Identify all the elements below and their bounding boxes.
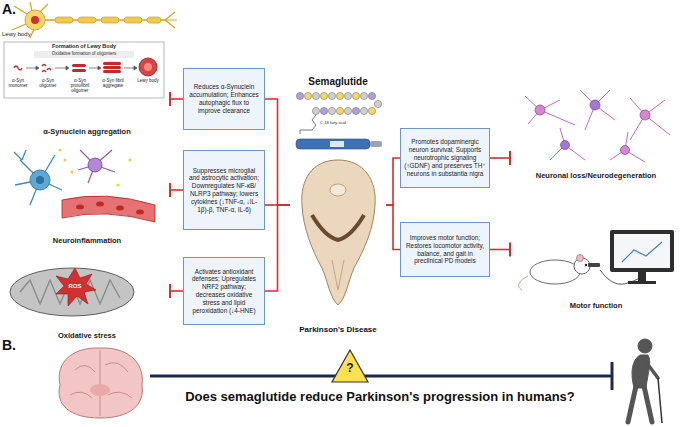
stage-label: Lewy body: [134, 78, 162, 83]
panel-label: α-Synuclein aggregation: [41, 127, 133, 136]
panel-letter: A.: [2, 1, 22, 17]
illustration-panel: α-Synuclein aggregation: [4, 0, 170, 136]
effect-box: Activates antioxidant defenses; Upregula…: [183, 257, 265, 325]
bracket-connector: [386, 158, 400, 205]
bracket-connector: [265, 99, 290, 205]
inhibition-connector: [170, 183, 183, 197]
microglia-drawing: [14, 150, 62, 205]
bracket-connector: [386, 205, 400, 250]
illustration-panel: Neuroinflammation: [4, 140, 170, 245]
callout-label: Lewy body: [2, 31, 42, 38]
drug-center: SemaglutideParkinson's Disease: [290, 76, 386, 334]
panel-label: Motor function: [568, 301, 625, 310]
inhibition-connector: [490, 151, 510, 165]
effect-text: Promotes dopaminergic neuron survival; S…: [404, 138, 486, 177]
stage-label: α-Syn protofibril oligomer: [65, 78, 95, 94]
illustration-panel: Oxidative stress: [4, 262, 170, 340]
illustration-panel: Motor function: [510, 212, 682, 310]
ros-label: ROS: [62, 283, 88, 290]
illustration-panel: Neuronal loss/Neurodegeneration: [510, 80, 682, 180]
bracket-connector: [265, 205, 290, 291]
effect-text: Suppresses microglial and astrocytic act…: [187, 167, 261, 214]
effect-text: Reduces α-Synuclein accumulation; Enhanc…: [187, 83, 261, 114]
stage-label: α-Syn monomer: [4, 78, 32, 88]
effect-text: Improves motor function; Restores locomo…: [404, 234, 486, 265]
center-title: Semaglutide: [308, 76, 367, 87]
effect-box: Improves motor function; Restores locomo…: [400, 222, 490, 277]
molecule-label: C-18 fatty acid: [320, 121, 370, 126]
stage-label: α-Syn oligomer: [34, 78, 62, 88]
center-title: Parkinson's Disease: [299, 325, 377, 334]
panel-label: Neuroinflammation: [51, 236, 123, 245]
walking-person: [628, 339, 662, 423]
neuron-network: [525, 90, 670, 162]
inset-subtitle: Oxidative formation of oligomers: [34, 51, 134, 56]
effect-box: Promotes dopaminergic neuron survival; S…: [400, 128, 490, 188]
effect-box: Suppresses microglial and astrocytic act…: [183, 150, 265, 230]
stage-label: α-Syn fibril aggregate: [98, 78, 128, 88]
question-text: Does semaglutide reduce Parkinson's prog…: [150, 390, 610, 405]
panel-letter: B.: [2, 337, 22, 353]
inhibition-connector: [490, 243, 510, 257]
effect-text: Activates antioxidant defenses; Upregula…: [187, 268, 261, 315]
inset-title: Formation of Lewy Body: [4, 43, 164, 49]
peptide-chain: [296, 92, 381, 114]
inhibition-connector: [170, 92, 183, 106]
panel-label: Neuronal loss/Neurodegeneration: [534, 171, 658, 180]
question-mark: ?: [340, 362, 360, 376]
inhibition-connector: [170, 284, 183, 298]
panel-label: Oxidative stress: [56, 331, 118, 340]
neuron-drawing: [12, 2, 177, 38]
effect-box: Reduces α-Synuclein accumulation; Enhanc…: [183, 68, 265, 130]
